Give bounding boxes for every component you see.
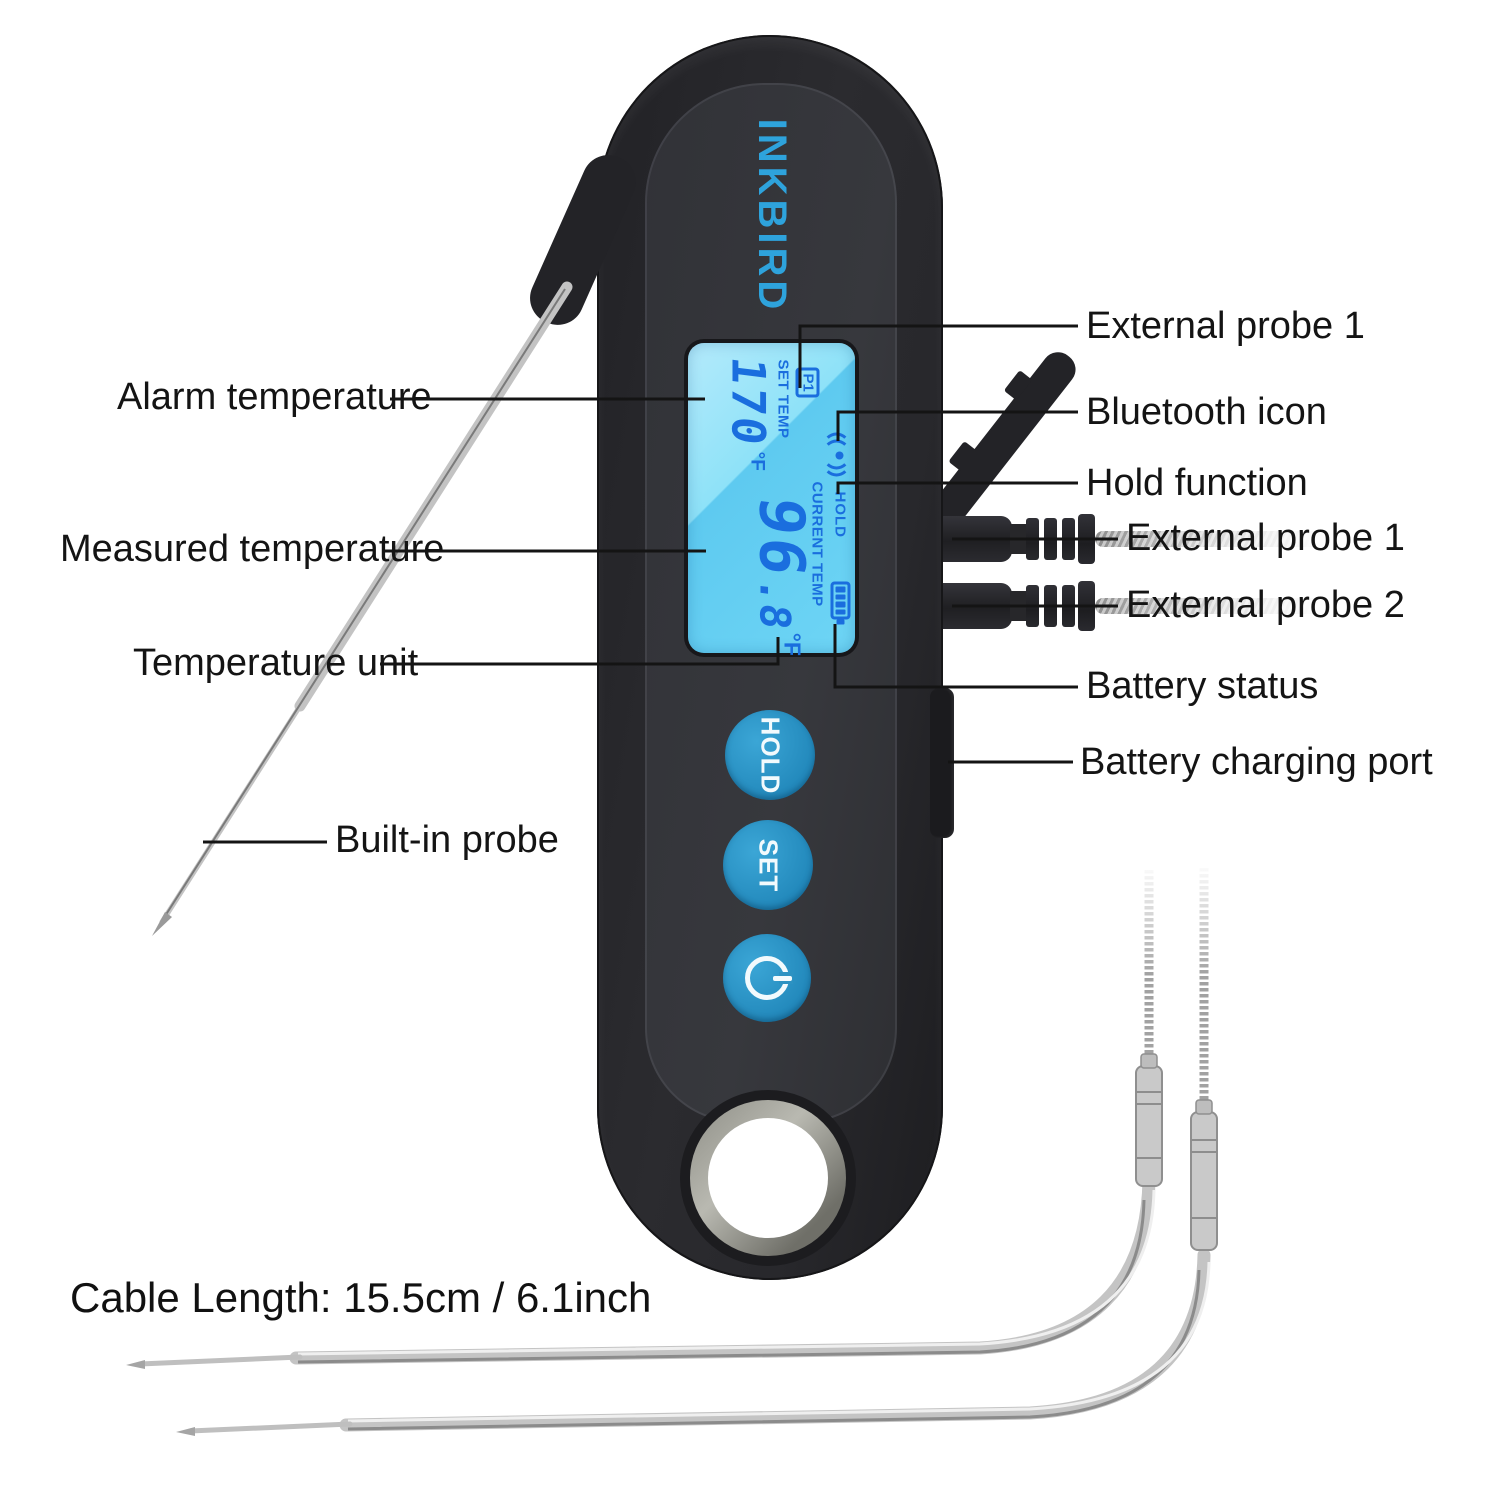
hang-hole [680,1090,856,1266]
built-in-probe-needle [152,281,573,936]
callout-label-temperature-unit: Temperature unit [133,642,419,684]
probe-connector-2 [1190,1111,1218,1251]
external-probe-plug-2 [930,581,1350,631]
lcd-display: P1 SET TEMP 170°F HOLD CURRENT TEMP 96.8… [688,343,855,655]
cable-length-caption: Cable Length: 15.5cm / 6.1inch [70,1274,652,1321]
callout-label-alarm-temperature: Alarm temperature [117,376,432,418]
thermometer-body: INKBIRD P1 SET TEMP 170°F HOLD CURRENT T… [521,35,954,1280]
callout-label-external-probe-1-plug: External probe 1 [1126,517,1405,559]
callout-label-battery-charging-port: Battery charging port [1080,741,1433,783]
probe-cable-fade-1 [1095,531,1345,547]
external-probe-needle-2 [176,868,1218,1436]
callout-label-external-probe-1-display: External probe 1 [1086,305,1365,347]
callout-line-external-probe-1-display [798,324,1078,388]
probe-connector-1 [1135,1065,1163,1187]
callout-line-bluetooth-icon [836,410,1078,441]
hold-button[interactable]: HOLD [725,710,815,800]
power-button[interactable] [723,934,811,1022]
callout-label-hold-function: Hold function [1086,462,1308,504]
callout-line-hold-function [836,481,1078,494]
external-probe-needle-1 [126,870,1163,1369]
probe-cable-fade-2 [1095,598,1345,614]
callout-line-battery-status [833,624,1078,689]
callout-label-built-in-probe: Built-in probe [335,819,559,861]
callout-line-temperature-unit [380,637,780,666]
callout-label-external-probe-2-plug: External probe 2 [1126,584,1405,626]
callout-lines [203,324,1118,844]
callout-label-battery-status: Battery status [1086,665,1319,707]
callout-label-bluetooth-icon: Bluetooth icon [1086,391,1327,433]
set-button[interactable]: SET [723,820,813,910]
callout-label-measured-temperature: Measured temperature [60,528,445,570]
